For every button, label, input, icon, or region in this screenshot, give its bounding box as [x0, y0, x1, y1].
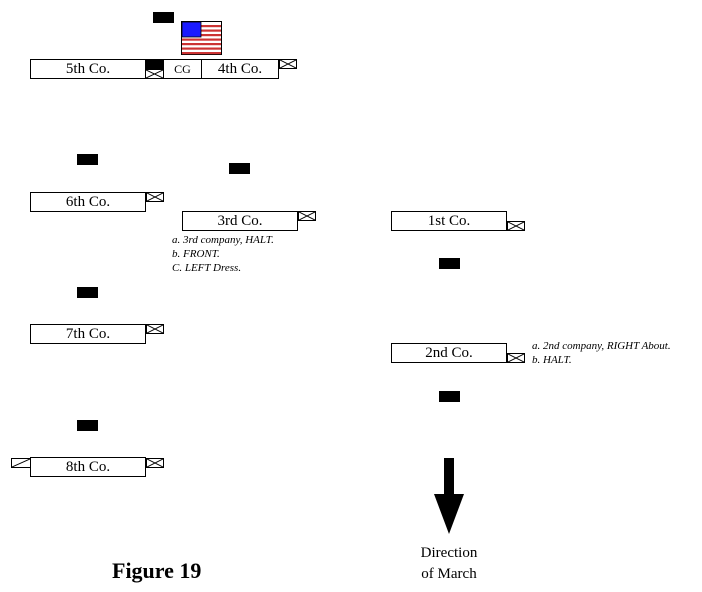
guidon-icon	[146, 324, 164, 334]
officer-marker-icon	[77, 154, 98, 165]
officer-marker-icon	[439, 258, 460, 269]
command-line: C. LEFT Dress.	[172, 262, 242, 274]
command-line: a. 2nd company, RIGHT About.	[532, 340, 671, 352]
direction-arrow-icon	[434, 458, 464, 534]
color-guard-bearer-icon	[145, 59, 164, 69]
direction-label-line: Direction	[420, 545, 478, 561]
third-company-commands: a. 3rd company, HALT. b. FRONT. C. LEFT …	[172, 233, 274, 275]
officer-marker-icon	[77, 287, 98, 298]
company-4-box: 4th Co.	[201, 59, 279, 79]
guidon-icon	[298, 211, 316, 221]
guidon-icon	[11, 458, 31, 468]
officer-marker-icon	[439, 391, 460, 402]
company-1-box: 1st Co.	[391, 211, 507, 231]
direction-of-march-label: Direction of March	[400, 543, 498, 585]
officer-marker-icon	[153, 12, 174, 23]
officer-marker-icon	[229, 163, 250, 174]
company-7-box: 7th Co.	[30, 324, 146, 344]
company-8-box: 8th Co.	[30, 457, 146, 477]
command-line: a. 3rd company, HALT.	[172, 234, 274, 246]
direction-label-line: of March	[421, 566, 477, 582]
second-company-commands: a. 2nd company, RIGHT About. b. HALT.	[532, 339, 671, 367]
company-2-box: 2nd Co.	[391, 343, 507, 363]
color-guard-box: CG	[163, 59, 202, 79]
company-5-box: 5th Co.	[30, 59, 146, 79]
guidon-icon	[146, 458, 164, 468]
guidon-icon	[507, 353, 525, 363]
us-flag-icon	[181, 21, 222, 55]
guidon-icon	[145, 69, 164, 79]
command-line: b. FRONT.	[172, 248, 220, 260]
command-line: b. HALT.	[532, 354, 572, 366]
guidon-icon	[507, 221, 525, 231]
guidon-icon	[279, 59, 297, 69]
figure-title: Figure 19	[112, 558, 202, 583]
company-3-box: 3rd Co.	[182, 211, 298, 231]
company-6-box: 6th Co.	[30, 192, 146, 212]
officer-marker-icon	[77, 420, 98, 431]
guidon-icon	[146, 192, 164, 202]
